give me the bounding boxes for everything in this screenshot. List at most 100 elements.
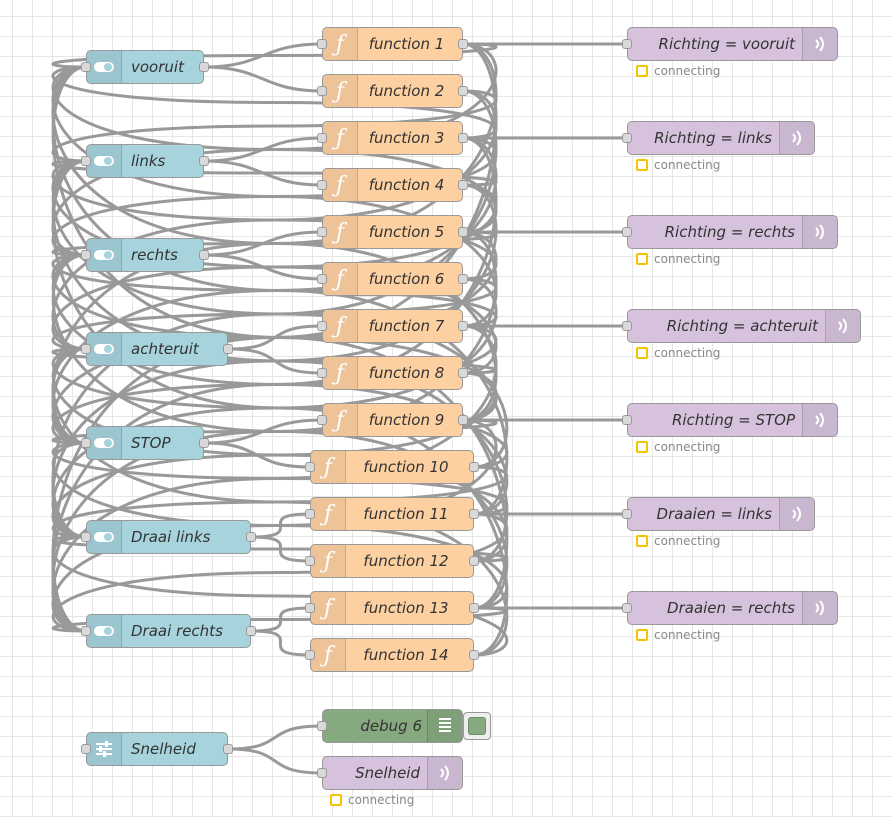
wire[interactable] — [227, 747, 323, 775]
wire[interactable] — [51, 159, 498, 281]
input-port[interactable] — [317, 368, 327, 378]
output-port[interactable] — [469, 556, 479, 566]
inject-node-rechts[interactable]: rechts — [81, 238, 209, 272]
input-port[interactable] — [317, 768, 327, 778]
wire[interactable] — [51, 159, 498, 187]
output-port[interactable] — [458, 415, 468, 425]
input-port[interactable] — [81, 344, 91, 354]
input-port[interactable] — [81, 626, 91, 636]
wire[interactable] — [51, 535, 509, 657]
websocket-out-richting-achteruit[interactable]: Richting = achteruit — [622, 309, 861, 343]
input-port[interactable] — [622, 509, 632, 519]
input-port[interactable] — [622, 603, 632, 613]
wire[interactable] — [51, 65, 509, 610]
wire[interactable] — [250, 629, 311, 657]
input-port[interactable] — [317, 321, 327, 331]
input-port[interactable] — [305, 509, 315, 519]
input-port[interactable] — [81, 62, 91, 72]
output-port[interactable] — [469, 650, 479, 660]
input-port[interactable] — [622, 415, 632, 425]
output-port[interactable] — [469, 603, 479, 613]
output-port[interactable] — [458, 180, 468, 190]
inject-node-links[interactable]: links — [81, 144, 209, 178]
inject-node-vooruit[interactable]: vooruit — [81, 50, 209, 84]
input-port[interactable] — [305, 650, 315, 660]
wire[interactable] — [51, 347, 509, 657]
input-port[interactable] — [317, 721, 327, 731]
websocket-out-richting-vooruit[interactable]: Richting = vooruit — [622, 27, 838, 61]
input-port[interactable] — [81, 744, 91, 754]
wire[interactable] — [51, 65, 498, 140]
input-port[interactable] — [317, 415, 327, 425]
wire[interactable] — [51, 65, 498, 234]
wire[interactable] — [203, 65, 323, 93]
websocket-out-richting-rechts[interactable]: Richting = rechts — [622, 215, 838, 249]
input-port[interactable] — [317, 39, 327, 49]
output-port[interactable] — [469, 509, 479, 519]
output-port[interactable] — [199, 250, 209, 260]
input-port[interactable] — [622, 133, 632, 143]
output-port[interactable] — [246, 626, 256, 636]
wire[interactable] — [227, 724, 323, 751]
websocket-out-richting-stop[interactable]: Richting = STOP — [622, 403, 838, 437]
output-port[interactable] — [458, 321, 468, 331]
inject-node-draai-links[interactable]: Draai links — [81, 520, 256, 554]
websocket-out-draaien-links[interactable]: Draaien = links — [622, 497, 815, 531]
websocket-out-snelheid[interactable]: Snelheid — [317, 756, 463, 790]
inject-node-stop[interactable]: STOP — [81, 426, 209, 460]
input-port[interactable] — [622, 227, 632, 237]
debug-toggle-button[interactable] — [463, 712, 491, 740]
input-port[interactable] — [317, 227, 327, 237]
input-port[interactable] — [317, 133, 327, 143]
output-port[interactable] — [199, 438, 209, 448]
output-port[interactable] — [458, 86, 468, 96]
inject-node-draai-rechts[interactable]: Draai rechts — [81, 614, 256, 648]
debug-node[interactable]: debug 6 — [317, 709, 463, 743]
inject-node-achteruit[interactable]: achteruit — [81, 332, 233, 366]
output-port[interactable] — [458, 274, 468, 284]
input-port[interactable] — [622, 321, 632, 331]
output-port[interactable] — [458, 133, 468, 143]
websocket-out-richting-links[interactable]: Richting = links — [622, 121, 815, 155]
input-port[interactable] — [622, 39, 632, 49]
output-port[interactable] — [458, 368, 468, 378]
output-port[interactable] — [199, 156, 209, 166]
wire[interactable] — [51, 159, 498, 375]
input-port[interactable] — [81, 438, 91, 448]
wire[interactable] — [51, 42, 498, 69]
wire[interactable] — [51, 253, 509, 610]
input-port[interactable] — [305, 556, 315, 566]
input-port[interactable] — [81, 532, 91, 542]
input-port[interactable] — [317, 180, 327, 190]
input-port[interactable] — [317, 274, 327, 284]
websocket-out-draaien-rechts[interactable]: Draaien = rechts — [622, 591, 838, 625]
wire[interactable] — [51, 159, 509, 657]
input-port[interactable] — [317, 86, 327, 96]
input-port[interactable] — [81, 250, 91, 260]
output-port[interactable] — [223, 744, 233, 754]
input-port[interactable] — [81, 156, 91, 166]
output-port[interactable] — [469, 462, 479, 472]
input-port[interactable] — [305, 462, 315, 472]
output-port[interactable] — [246, 532, 256, 542]
output-port[interactable] — [458, 39, 468, 49]
output-port[interactable] — [458, 227, 468, 237]
inject-node-snelheid[interactable]: Snelheid — [81, 732, 233, 766]
output-port[interactable] — [199, 62, 209, 72]
input-port[interactable] — [305, 603, 315, 613]
output-port[interactable] — [223, 344, 233, 354]
